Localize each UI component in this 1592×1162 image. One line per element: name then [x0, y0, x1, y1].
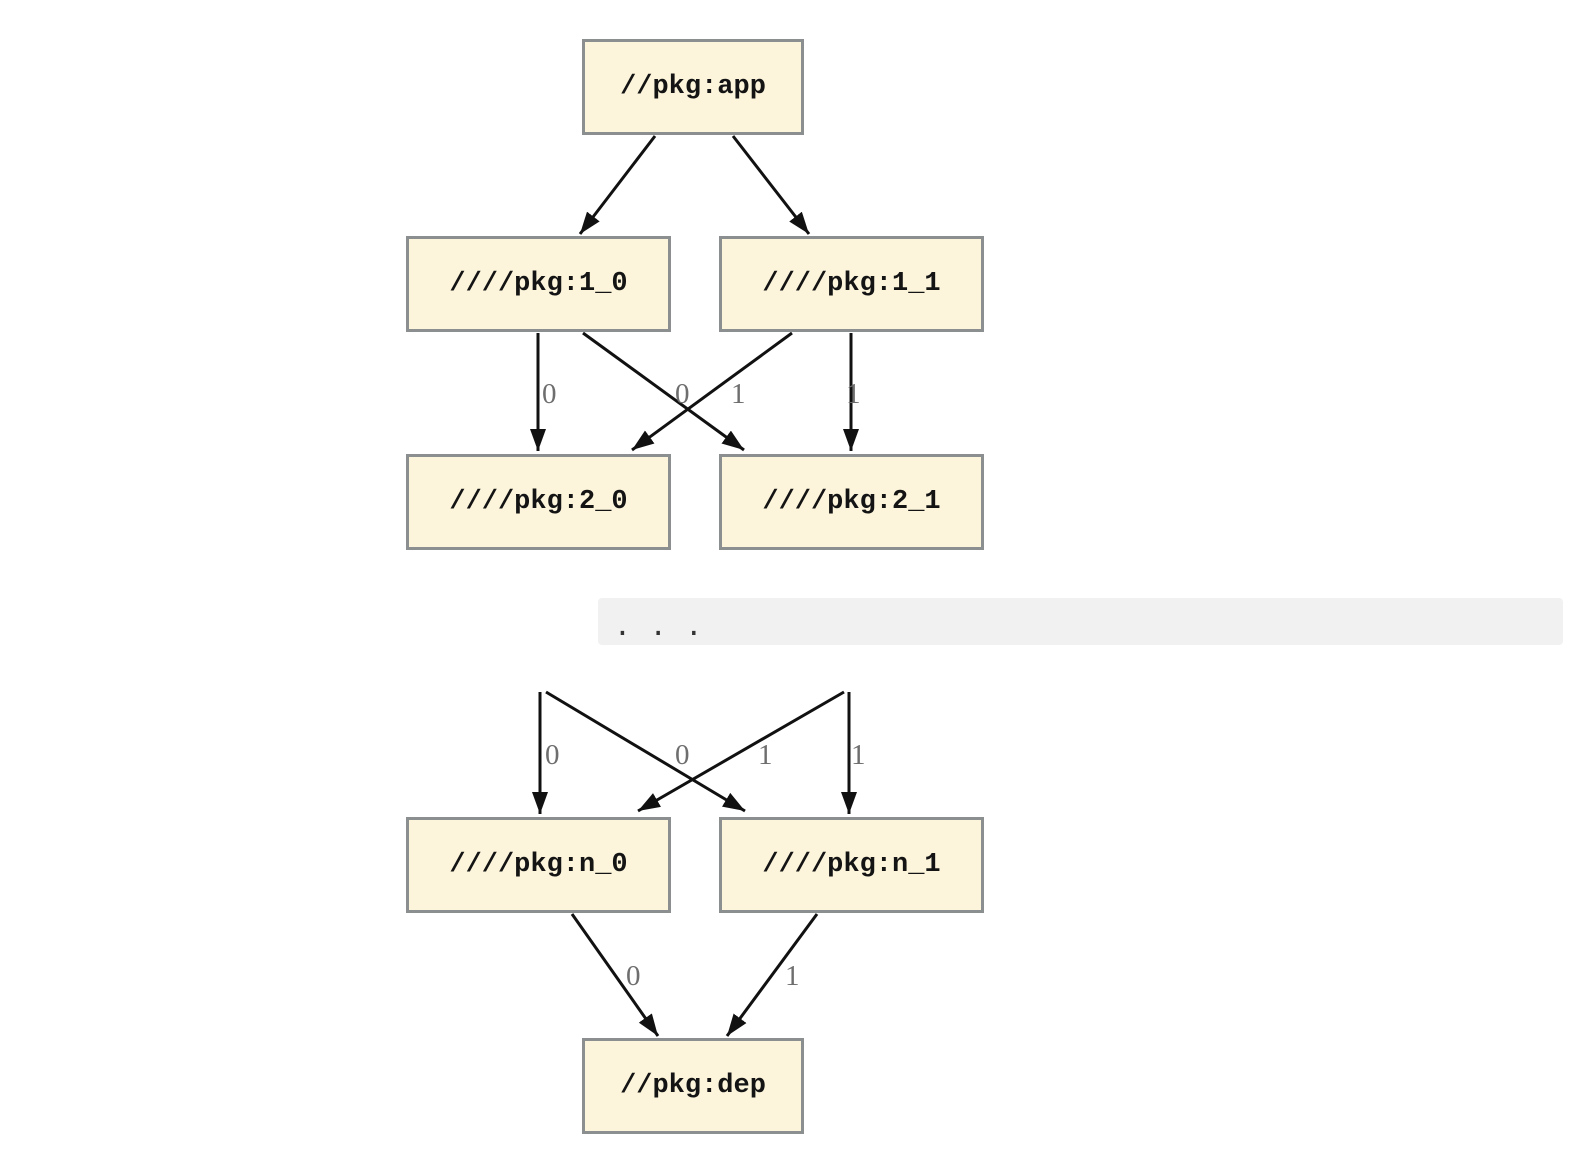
node-label: ////pkg:n_1: [762, 850, 941, 880]
node-pkg-app: //pkg:app: [582, 39, 804, 135]
node-pkg-2-0: ////pkg:2_0: [406, 454, 671, 550]
edge-line: [725, 913, 819, 1037]
node-label: ////pkg:2_1: [762, 487, 941, 517]
node-pkg-2-1: ////pkg:2_1: [719, 454, 984, 550]
edge-label: 1: [758, 739, 773, 771]
edge-line: [578, 135, 657, 235]
edge-label: 1: [731, 378, 746, 410]
edge-line: [637, 690, 845, 813]
ellipsis-code-block: . . .: [598, 598, 1563, 645]
node-label: ////pkg:1_1: [762, 269, 941, 299]
edge-line: [631, 331, 793, 452]
node-label: ////pkg:1_0: [449, 269, 628, 299]
node-label: //pkg:dep: [620, 1071, 766, 1101]
edge-label: 0: [542, 378, 557, 410]
node-label: ////pkg:n_0: [449, 850, 628, 880]
edge-label: 1: [846, 378, 861, 410]
node-label: //pkg:app: [620, 72, 766, 102]
edge-label: 0: [545, 739, 560, 771]
edge-line: [582, 331, 745, 452]
ellipsis-text: . . .: [614, 608, 704, 642]
edge-line: [570, 913, 660, 1037]
node-pkg-1-1: ////pkg:1_1: [719, 236, 984, 332]
edge-label: 1: [851, 739, 866, 771]
edge-line: [731, 135, 811, 235]
edge-label: 0: [675, 739, 690, 771]
node-pkg-dep: //pkg:dep: [582, 1038, 804, 1134]
edge-label: 1: [785, 960, 800, 992]
node-label: ////pkg:2_0: [449, 487, 628, 517]
node-pkg-1-0: ////pkg:1_0: [406, 236, 671, 332]
edge-label: 0: [626, 960, 641, 992]
edge-line: [545, 690, 746, 813]
node-pkg-n-1: ////pkg:n_1: [719, 817, 984, 913]
node-pkg-n-0: ////pkg:n_0: [406, 817, 671, 913]
edge-label: 0: [675, 378, 690, 410]
